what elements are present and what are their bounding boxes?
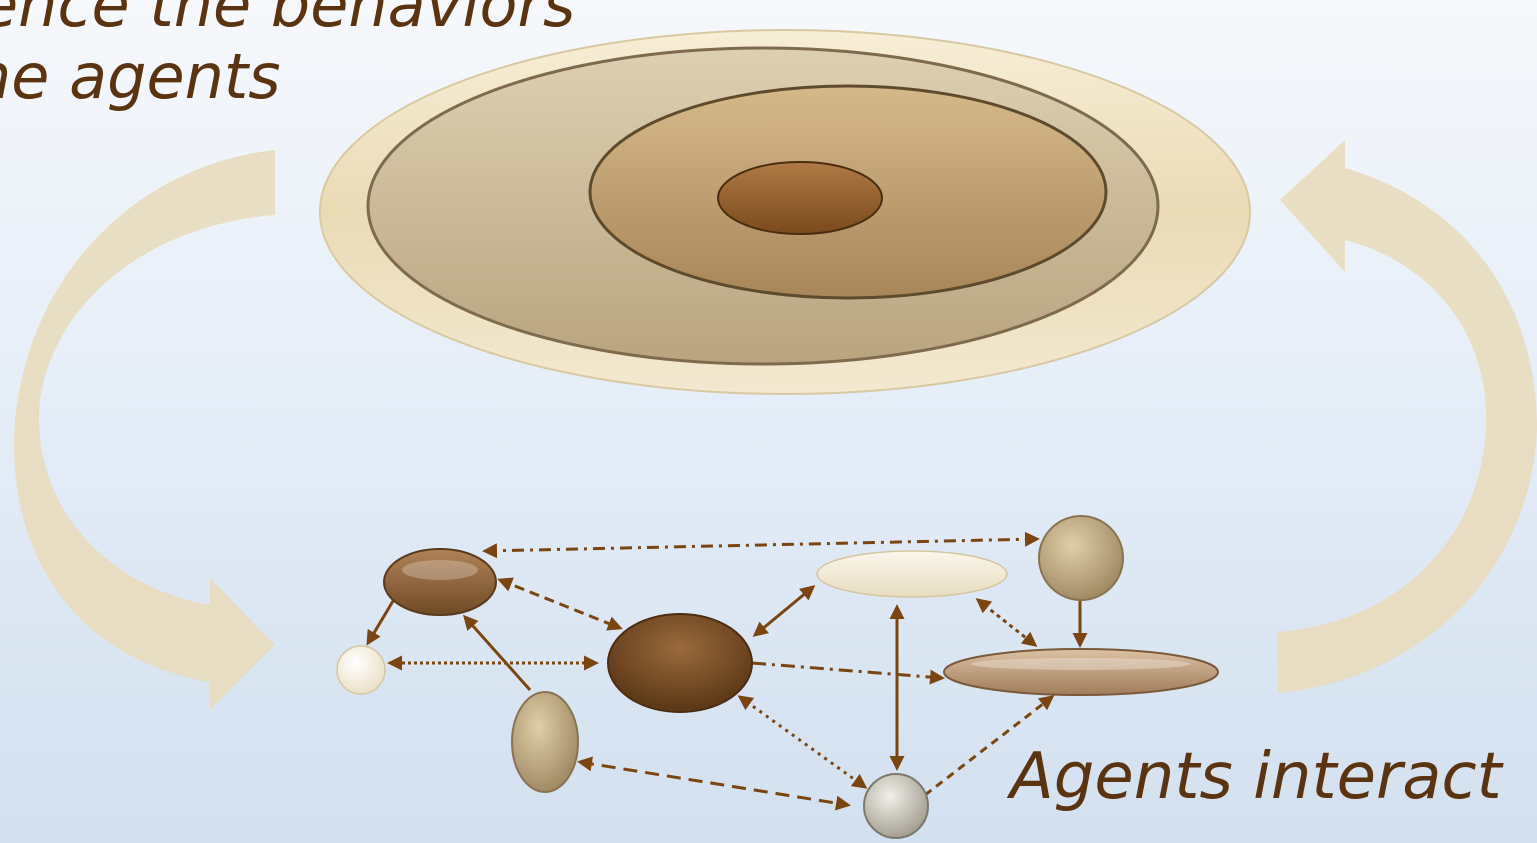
- edge-e11: [737, 695, 868, 789]
- edge-e1: [482, 531, 1040, 559]
- agent-node-brown-top-left-highlight: [402, 560, 478, 580]
- agent-node-long-flat: [943, 648, 1219, 696]
- edge-e13: [924, 695, 1055, 797]
- caption-agents-interact: Agents interact: [1010, 740, 1502, 814]
- edge-e6: [752, 585, 816, 637]
- agent-nodes: [336, 515, 1219, 839]
- agent-node-oval-vertical: [511, 691, 579, 793]
- agent-node-small-cream: [336, 645, 386, 695]
- edge-e7: [751, 661, 945, 685]
- interaction-edges: [366, 531, 1088, 811]
- core-ellipse: [717, 161, 883, 235]
- agent-node-grey-sphere: [863, 773, 929, 839]
- system-ellipses: [319, 29, 1251, 395]
- caption-top-line-1: ence the behaviors: [0, 0, 576, 41]
- cycle-arrow-left: [14, 150, 275, 710]
- edge-e12: [577, 756, 851, 811]
- cycle-arrow-right: [1278, 140, 1537, 693]
- agent-node-tan-round: [1038, 515, 1124, 601]
- agent-node-long-flat-highlight: [971, 658, 1191, 670]
- edge-e2: [497, 577, 623, 631]
- agent-node-brown-top-left: [383, 548, 497, 616]
- edge-e5: [463, 614, 532, 691]
- edge-e9: [975, 598, 1038, 647]
- edge-e3: [366, 600, 395, 646]
- agent-node-pale-flat: [816, 550, 1008, 598]
- caption-top-line-2: he agents: [0, 40, 281, 113]
- agent-node-big-brown: [607, 613, 753, 713]
